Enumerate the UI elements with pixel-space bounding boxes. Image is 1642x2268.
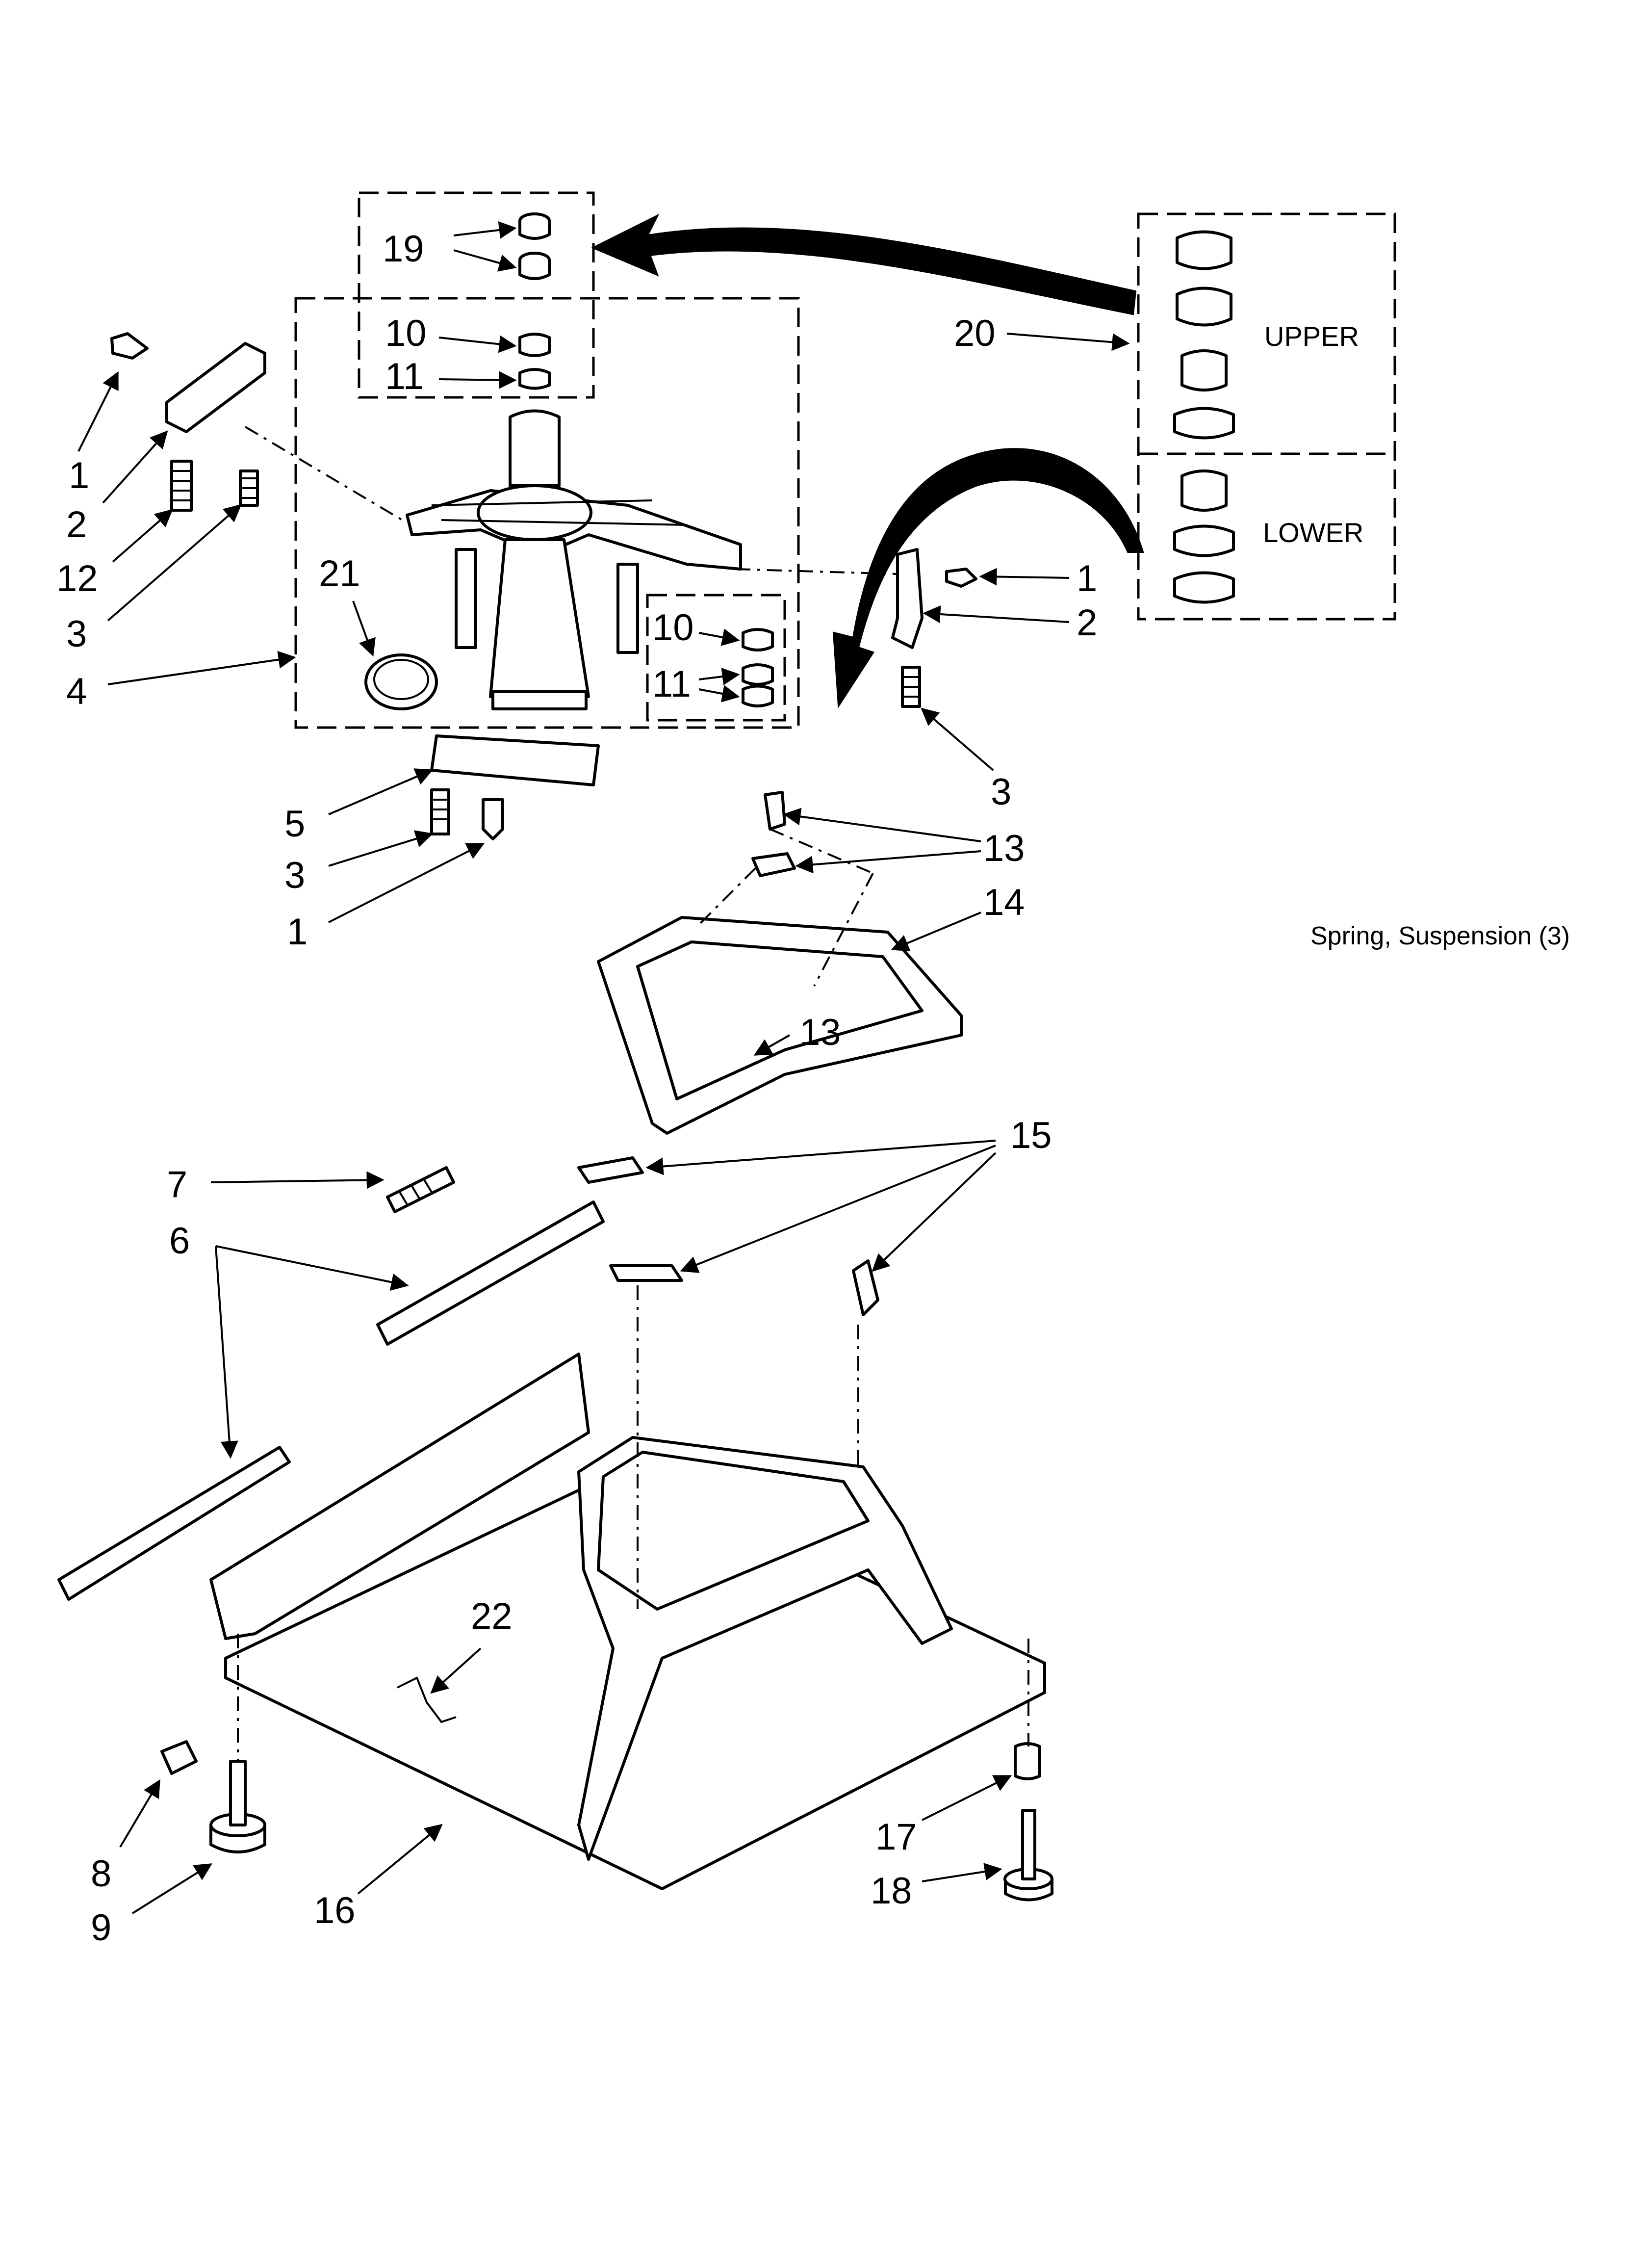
callout-6: 6 (169, 1220, 190, 1262)
bracket-2-left (165, 342, 266, 433)
spring-12 (170, 460, 193, 512)
bushing-17 (1014, 1742, 1041, 1780)
callout-13-mid: 13 (799, 1012, 841, 1053)
bracket-5 (430, 734, 600, 786)
callout-1-bottom: 1 (287, 911, 308, 953)
drive-seal-21 (364, 653, 438, 710)
rail-6-upper (376, 1200, 605, 1346)
foot-18 (1003, 1809, 1053, 1902)
pads-15 (577, 1156, 879, 1316)
screw-1-bottom (482, 798, 504, 840)
foot-9 (209, 1760, 266, 1853)
callout-2-left: 2 (66, 504, 87, 546)
gearcase-agitator-shaft (509, 409, 561, 487)
gearcase-spider-4 (406, 484, 742, 710)
callout-5: 5 (284, 803, 305, 845)
alignment-lines (237, 426, 1029, 1761)
callout-21: 21 (319, 553, 360, 595)
callout-3-bottom: 3 (284, 855, 305, 896)
parts-note: Spring, Suspension (3) (1310, 922, 1570, 950)
callout-14: 14 (983, 882, 1025, 923)
callout-10-mid: 10 (652, 607, 694, 649)
spring-3-left (239, 469, 259, 507)
screw-1-right (945, 568, 977, 588)
callout-7: 7 (167, 1164, 187, 1205)
upper-kit-label: UPPER (1264, 321, 1359, 352)
callout-17: 17 (875, 1816, 917, 1858)
bracket-2-right (891, 548, 924, 649)
spring-3-right (901, 666, 921, 708)
callout-11-top: 11 (385, 356, 424, 397)
callout-16: 16 (314, 1890, 356, 1931)
tub-ring-14 (597, 916, 963, 1135)
callout-18: 18 (871, 1870, 912, 1912)
rail-6-lower (57, 1446, 291, 1601)
snubber-parts-10-11 (742, 628, 774, 707)
gearcase-assembly-dashed-box (294, 297, 800, 729)
callout-labels: 19 10 11 20 1 2 12 3 21 4 10 11 1 2 3 5 … (56, 228, 1097, 1949)
spring-7 (386, 1166, 455, 1213)
upper-kit-arrow (591, 213, 1137, 315)
snubber-kit-dashed-box (646, 594, 786, 722)
callout-2-right: 2 (1077, 602, 1097, 644)
callout-19: 19 (383, 228, 424, 270)
hub-spacer-19-upper (518, 212, 551, 280)
leg-8 (160, 1740, 198, 1775)
base-frame-16 (209, 1353, 1046, 1890)
hub-kit-dashed-box (358, 191, 595, 399)
lower-bearing-parts (1173, 469, 1235, 604)
callout-20: 20 (954, 313, 996, 354)
callout-4: 4 (66, 671, 87, 712)
upper-bearing-parts (1173, 230, 1235, 440)
callout-1-left: 1 (69, 455, 89, 496)
screw-1-left (110, 332, 149, 360)
clip-22 (397, 1676, 457, 1723)
callout-9: 9 (91, 1907, 111, 1949)
callout-11-mid: 11 (652, 663, 691, 705)
spring-3-bottom (430, 788, 450, 835)
callout-15: 15 (1010, 1115, 1052, 1156)
callout-3-left: 3 (66, 613, 87, 655)
callout-8: 8 (91, 1853, 111, 1895)
hub-bushing-10-11-top (518, 333, 551, 390)
callout-12: 12 (56, 558, 98, 600)
bearing-kit-dashed-box (1137, 212, 1396, 621)
callout-1-right: 1 (1077, 558, 1097, 600)
lower-kit-arrow (832, 448, 1144, 709)
leader-lines (77, 221, 1130, 1914)
lower-kit-label: LOWER (1263, 517, 1363, 548)
callout-3-right: 3 (991, 771, 1011, 813)
callout-10-top: 10 (385, 313, 427, 354)
callout-13-top: 13 (983, 828, 1025, 869)
callout-22: 22 (471, 1595, 513, 1637)
